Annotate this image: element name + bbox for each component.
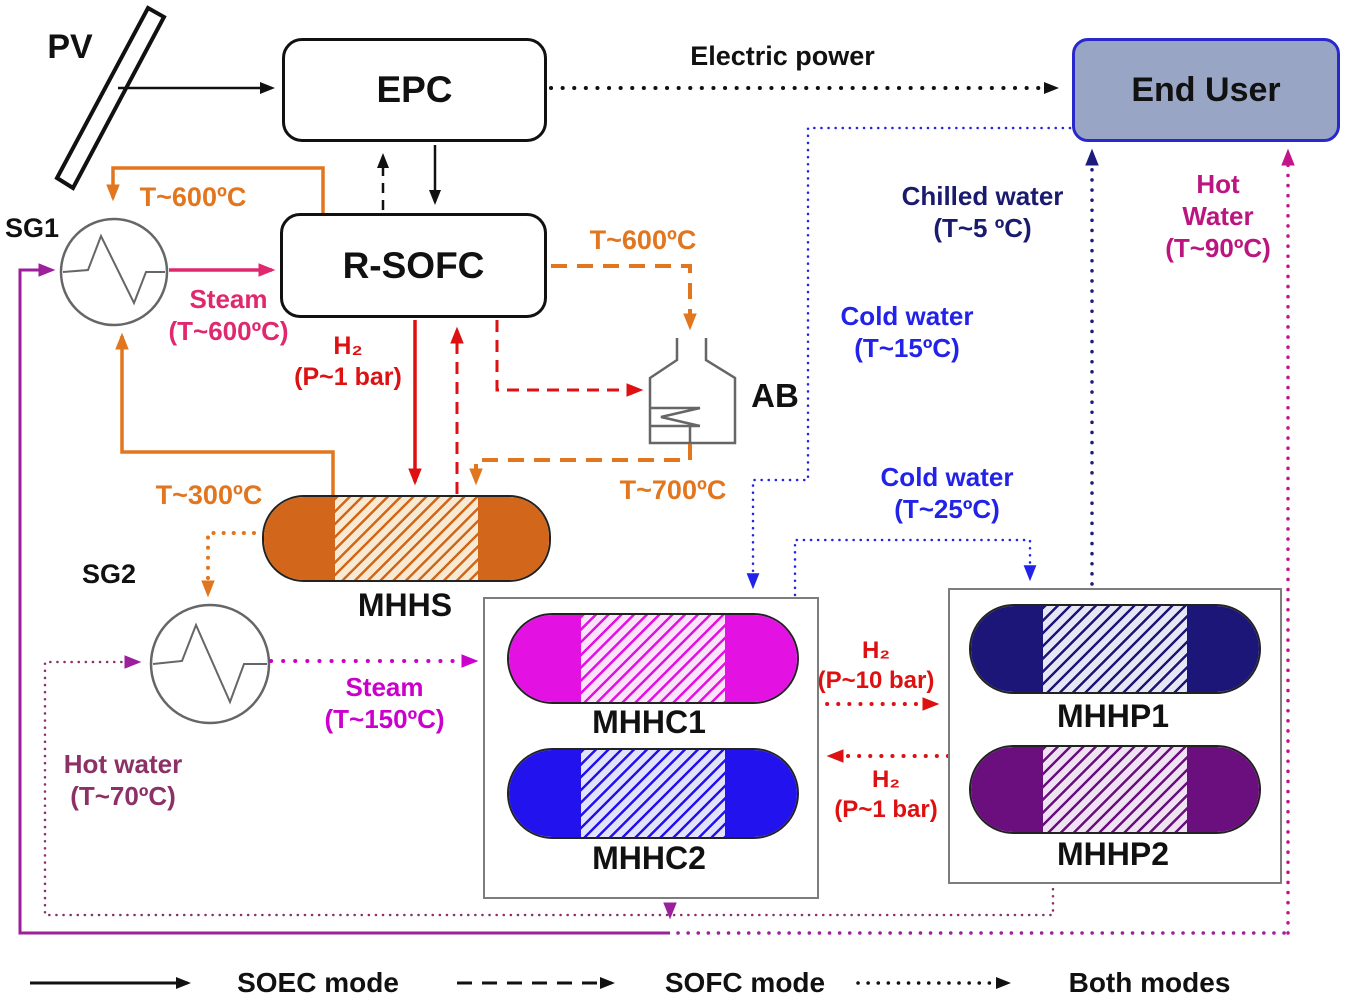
mhhp2-cap-left [971, 747, 1043, 832]
h2-1bar-line2: (P~1 bar) [294, 363, 402, 391]
mhhc1-tank [507, 613, 799, 704]
mhhc2-cap-left [509, 750, 581, 837]
mhhc1-hatch [581, 615, 725, 702]
mhhc1-cap-right [725, 615, 797, 702]
ab-label: AB [751, 377, 799, 414]
mhhc1-cap-left [509, 615, 581, 702]
electric-power-label: Electric power [690, 41, 875, 71]
chilled-water-line1: Chilled water [901, 181, 1064, 211]
mhhc2-cap-right [725, 750, 797, 837]
hot-water-70-line1: Hot water [63, 749, 183, 779]
mhhp2-cap-right [1187, 747, 1259, 832]
pipe-purple-return-sg1 [18, 263, 670, 935]
hot-water-70-line2: (T~70ºC) [70, 781, 176, 812]
pipe-t600-sg1 [106, 166, 325, 213]
hot-water-90-line3: (T~90ºC) [1165, 233, 1271, 264]
pipe-rsofc-ab-h2 [495, 320, 644, 397]
cold-water-25-line1: Cold water [880, 462, 1014, 492]
hot-water-90-line1: Hot [1196, 169, 1240, 199]
h2-10bar-label: H₂ (P~10 bar) [806, 636, 946, 696]
steam600-line2: (T~600ºC) [168, 316, 289, 347]
cold-water-25-line2: (T~25ºC) [894, 494, 1000, 525]
rsofc-box: R-SOFC [280, 213, 547, 318]
mhhp1-cap-left [971, 606, 1043, 692]
t300-label: T~300ºC [155, 480, 263, 510]
h2-1bar-return-line2: (P~1 bar) [834, 795, 938, 823]
h2-10bar-line2: (P~10 bar) [817, 666, 935, 694]
mhhc1-label: MHHC1 [592, 704, 706, 740]
h2-10bar-line1: H₂ [862, 637, 890, 664]
end-user-box: End User [1072, 38, 1340, 142]
mhhp1-hatch [1043, 606, 1187, 692]
sg1-circle [59, 217, 169, 327]
pipe-hot70 [43, 655, 1055, 917]
hot-water-90-label: Hot Water (T~90ºC) [1148, 168, 1288, 265]
epc-label: EPC [376, 69, 453, 110]
mhhp1-label: MHHP1 [1056, 698, 1169, 734]
t700-label: T~700ºC [619, 475, 727, 505]
mhhs-hatch [335, 497, 478, 580]
pipe-mhhs-sg1 [115, 332, 335, 496]
cold-water-15-label: Cold water (T~15ºC) [828, 300, 986, 364]
legend-soec-label: SOEC mode [237, 967, 399, 998]
pv-panel [54, 5, 167, 191]
legend-both-label: Both modes [1068, 967, 1231, 998]
mhhp1-cap-right [1187, 606, 1259, 692]
steam150-label: Steam (T~150ºC) [312, 671, 457, 735]
sg2-zigzag [152, 622, 267, 705]
ab-vessel [648, 338, 737, 445]
steam150-line2: (T~150ºC) [324, 704, 445, 735]
hot-water-90-line2: Water [1182, 201, 1254, 232]
chilled-water-line2: (T~5 ºC) [933, 213, 1032, 244]
h2-1bar-return-line1: H₂ [872, 766, 900, 793]
cold-water-15-line1: Cold water [840, 301, 974, 331]
sg1-label: SG1 [4, 213, 60, 243]
h2-1bar-label: H₂ (P~1 bar) [278, 331, 418, 393]
mhhc2-label: MHHC2 [592, 840, 706, 876]
end-user-label: End User [1131, 70, 1281, 109]
cold-water-15-line2: (T~15ºC) [854, 333, 960, 364]
steam600-line1: Steam [189, 284, 268, 314]
mhhs-tank [262, 495, 551, 582]
rsofc-label: R-SOFC [342, 244, 485, 286]
pipe-mhhs-sg2 [201, 531, 256, 598]
pipe-rsofc-ab [551, 264, 697, 331]
mhhp2-tank [969, 745, 1261, 834]
h2-1bar-return-label: H₂ (P~1 bar) [816, 765, 956, 825]
epc-box: EPC [282, 38, 547, 142]
legend-sofc-label: SOFC mode [664, 967, 826, 998]
mhhp2-label: MHHP2 [1056, 836, 1169, 872]
mhhp2-hatch [1043, 747, 1187, 832]
mhhc2-hatch [581, 750, 725, 837]
t600-sg1-label: T~600ºC [139, 182, 247, 212]
pipe-cold25 [793, 538, 1037, 597]
steam150-line1: Steam [345, 672, 424, 702]
mhhs-cap-left [264, 497, 336, 580]
mhhs-label: MHHS [357, 587, 453, 623]
mhhs-cap-right [477, 497, 549, 580]
t600-ab-label: T~600ºC [589, 225, 697, 255]
sg1-zigzag [62, 233, 165, 306]
hot-water-70-label: Hot water (T~70ºC) [48, 748, 198, 812]
h2-1bar-line1: H₂ [333, 332, 363, 360]
pipe-ab-mhhs [469, 444, 692, 486]
sg2-circle [149, 603, 271, 725]
steam600-label: Steam (T~600ºC) [156, 283, 301, 347]
pv-label: PV [47, 28, 93, 66]
ab-heating-element [650, 406, 701, 443]
mhhc2-tank [507, 748, 799, 839]
sg2-label: SG2 [81, 559, 137, 589]
mhhp1-tank [969, 604, 1261, 694]
chilled-water-label: Chilled water (T~5 ºC) [880, 180, 1085, 244]
cold-water-25-label: Cold water (T~25ºC) [868, 461, 1026, 525]
